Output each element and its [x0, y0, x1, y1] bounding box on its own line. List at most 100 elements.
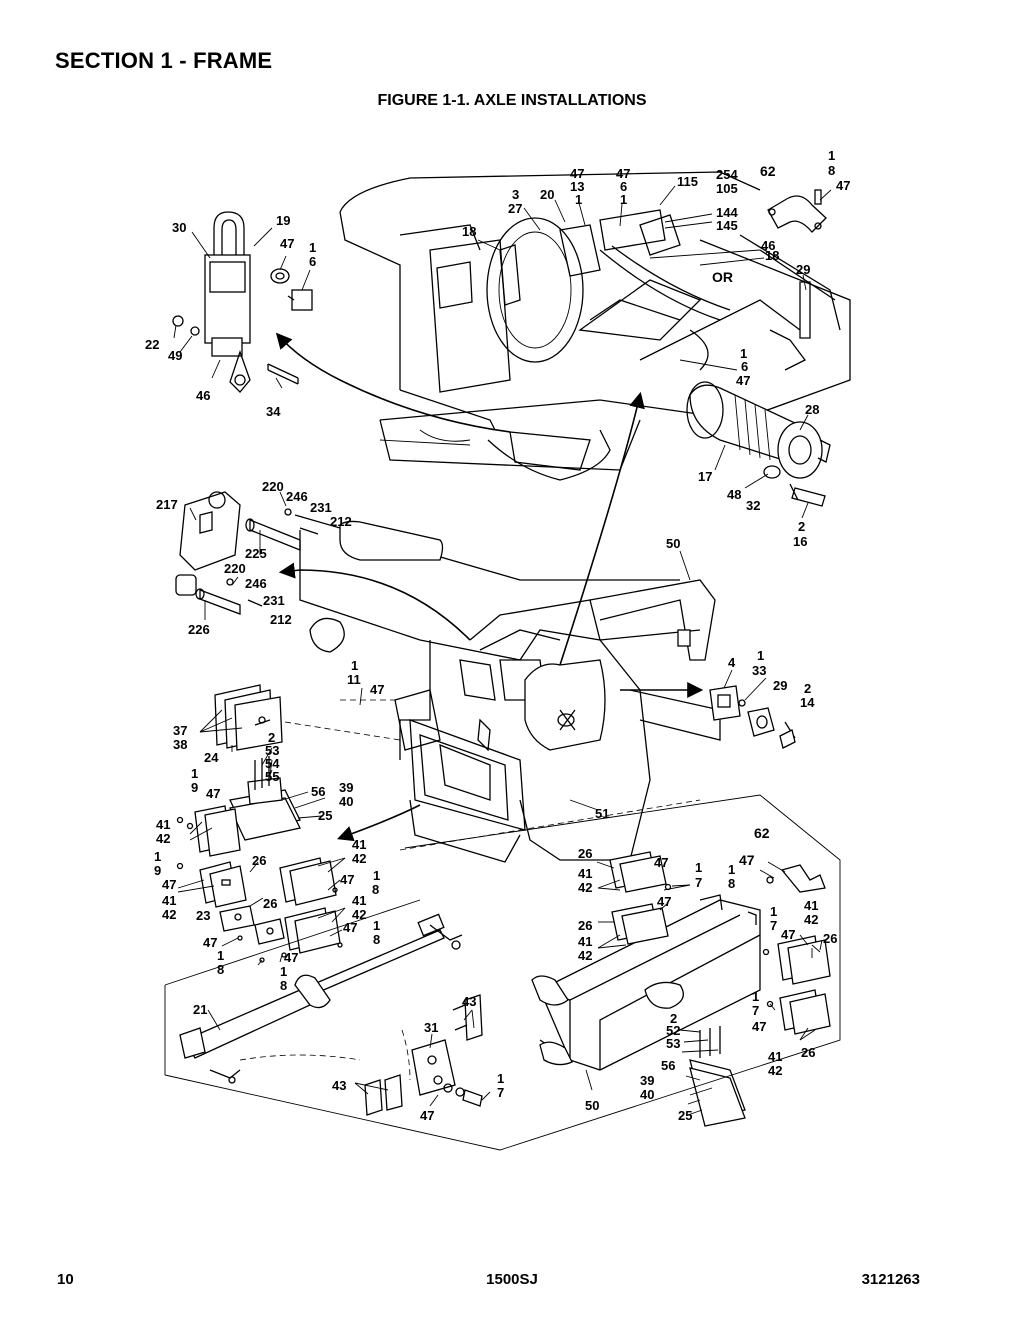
callout-label: 105 — [716, 181, 738, 196]
callout-label: 26 — [823, 931, 837, 946]
callout-label: 220 — [224, 561, 246, 576]
callout-label: 56 — [661, 1058, 675, 1073]
pin-assemblies-drawing — [175, 491, 319, 615]
axle-box-51-drawing — [294, 514, 721, 863]
callout-label: 1 — [695, 860, 702, 875]
callout-label: 212 — [270, 612, 292, 627]
callout-label: 47 — [781, 927, 795, 942]
callout-label: 25 — [318, 808, 332, 823]
callout-label: 50 — [666, 536, 680, 551]
callout-label: 9 — [191, 780, 198, 795]
callout-label: 41 — [804, 898, 818, 913]
callout-label: 54 — [265, 756, 280, 771]
callout-label: 42 — [156, 831, 170, 846]
callout-label: 27 — [508, 201, 522, 216]
callout-label: 7 — [497, 1085, 504, 1100]
callout-label: 2 — [268, 730, 275, 745]
footer-document-number: 3121263 — [861, 1271, 920, 1288]
callout-label: 43 — [332, 1078, 346, 1093]
callout-label: 53 — [666, 1036, 680, 1051]
callout-label: 26 — [578, 846, 592, 861]
callout-label: 1 — [373, 918, 380, 933]
callout-label: 7 — [770, 918, 777, 933]
callout-label: 1 — [217, 948, 224, 963]
axle-spindle-drawing — [686, 381, 831, 507]
callout-label: 30 — [172, 220, 186, 235]
callout-label: 39 — [640, 1073, 654, 1088]
callout-label: 13 — [570, 179, 584, 194]
callout-label: 41 — [162, 893, 176, 908]
relationship-arrows — [275, 332, 704, 842]
callout-label: 47 — [736, 373, 750, 388]
upper-frame-drawing — [339, 171, 851, 481]
callout-label: 42 — [804, 912, 818, 927]
callout-label: 1 — [728, 862, 735, 877]
callout-label: 25 — [678, 1108, 692, 1123]
callout-label: 18 — [462, 224, 476, 239]
callout-label: 115 — [677, 174, 698, 189]
callout-label: 48 — [727, 487, 741, 502]
callout-label: 56 — [311, 784, 325, 799]
callout-label: 47 — [654, 855, 668, 870]
callout-label: 11 — [347, 672, 361, 687]
callout-label: 1 — [373, 868, 380, 883]
callout-label: 31 — [424, 1020, 438, 1035]
callout-label: 41 — [156, 817, 170, 832]
callout-label: 254 — [716, 167, 738, 182]
callout-label: 2 — [804, 681, 811, 696]
callout-label: 1 — [752, 989, 759, 1004]
callout-label: 37 — [173, 723, 187, 738]
block-31-and-brackets-drawing — [364, 994, 483, 1116]
callout-label: 46 — [761, 238, 775, 253]
wear-pads-left-drawing — [176, 684, 343, 963]
callout-label: 62 — [760, 163, 776, 179]
callout-label: 40 — [339, 794, 353, 809]
callout-label: 14 — [800, 695, 815, 710]
valve-assembly-30-drawing — [172, 211, 313, 393]
callout-label: 62 — [754, 825, 770, 841]
callout-label: 1 — [191, 766, 198, 781]
callout-label: 20 — [540, 187, 554, 202]
callout-label: 47 — [616, 166, 630, 181]
callout-label: 42 — [578, 880, 592, 895]
callout-label: 145 — [716, 218, 738, 233]
callout-label: 29 — [773, 678, 787, 693]
callout-label: 24 — [204, 750, 219, 765]
callout-label: 1 — [497, 1071, 504, 1086]
callout-label: 34 — [266, 404, 281, 419]
callout-label: 8 — [373, 932, 380, 947]
callout-label: 28 — [805, 402, 819, 417]
callout-label: 217 — [156, 497, 178, 512]
callout-label: 9 — [154, 863, 161, 878]
callout-label: 1 — [154, 849, 161, 864]
callout-label: 1 — [740, 346, 747, 361]
callout-label: 51 — [595, 806, 609, 821]
callout-label: 1 — [351, 658, 358, 673]
callout-label: 246 — [245, 576, 267, 591]
callout-label: 42 — [352, 851, 366, 866]
callout-label: 50 — [585, 1098, 599, 1113]
callout-label: 41 — [352, 837, 366, 852]
callout-label: 47 — [340, 872, 354, 887]
callout-label: 47 — [420, 1108, 434, 1123]
callout-label: 2 — [798, 519, 805, 534]
callout-label: 29 — [796, 262, 810, 277]
callout-label: 6 — [309, 254, 316, 269]
callout-label: 225 — [245, 546, 267, 561]
steer-cylinder-21-drawing — [179, 913, 463, 1084]
callout-label: 8 — [280, 978, 287, 993]
callout-label: 46 — [196, 388, 210, 403]
callout-label: 7 — [695, 875, 702, 890]
callout-label: 53 — [265, 743, 279, 758]
callout-label: 42 — [768, 1063, 782, 1078]
callout-label: 22 — [145, 337, 159, 352]
callout-label: OR — [712, 269, 733, 285]
callout-label: 144 — [716, 205, 738, 220]
callout-label: 4 — [728, 655, 736, 670]
axle-beam-50-drawing — [531, 851, 831, 1127]
callout-label: 17 — [698, 469, 712, 484]
callout-label: 41 — [578, 934, 592, 949]
callout-label: 47 — [280, 236, 294, 251]
callout-label: 47 — [343, 920, 357, 935]
callout-label: 40 — [640, 1087, 654, 1102]
